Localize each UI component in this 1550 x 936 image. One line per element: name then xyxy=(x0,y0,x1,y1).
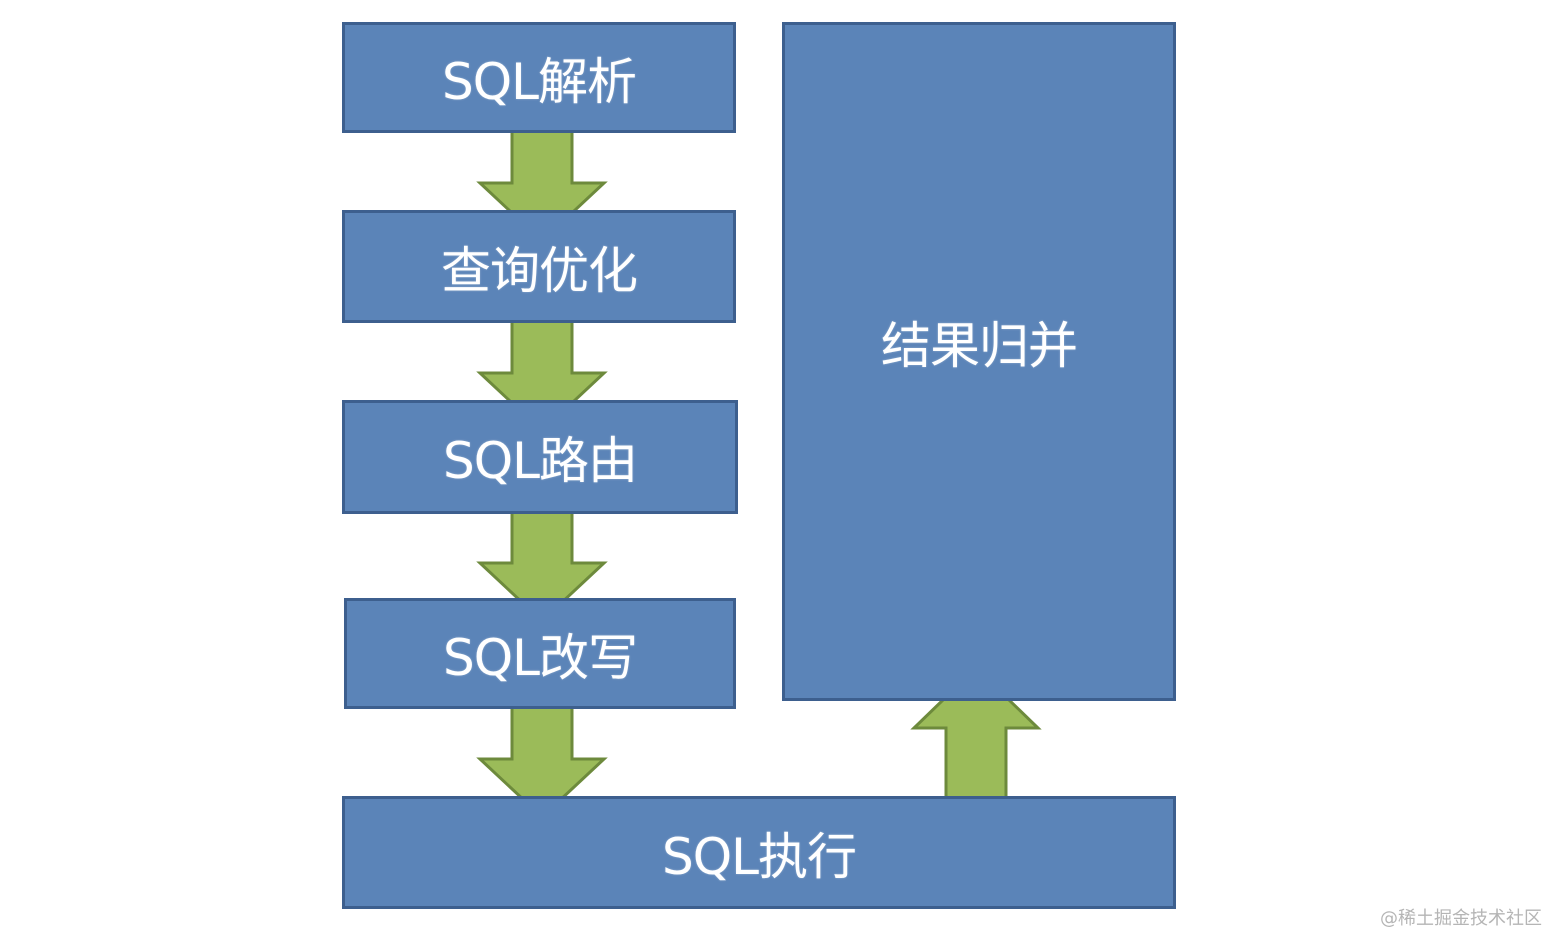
watermark: @稀土掘金技术社区 xyxy=(1380,908,1542,929)
step-label: SQL路由 xyxy=(443,432,638,490)
step-label: SQL解析 xyxy=(442,52,637,111)
step-label: 结果归并 xyxy=(881,316,1078,375)
arrow-down-icon xyxy=(476,704,608,820)
step-label: 查询优化 xyxy=(441,241,638,300)
step-sql-parse: SQL解析 xyxy=(342,22,736,133)
step-label: SQL改写 xyxy=(443,628,638,687)
step-sql-rewrite: SQL改写 xyxy=(344,598,736,709)
step-result-merge: 结果归并 xyxy=(782,22,1176,701)
step-query-optimize: 查询优化 xyxy=(342,210,736,323)
step-label: SQL执行 xyxy=(662,827,857,886)
step-sql-execute: SQL执行 xyxy=(342,796,1176,909)
step-sql-route: SQL路由 xyxy=(342,400,738,514)
arrow-down-icon xyxy=(476,508,608,624)
